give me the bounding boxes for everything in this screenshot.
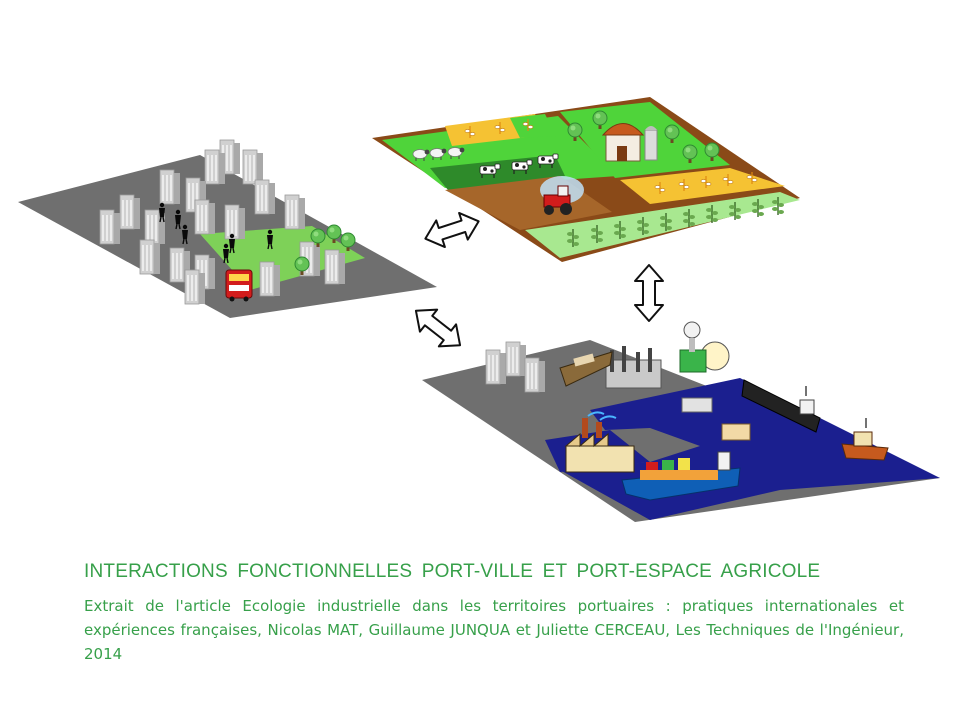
tractor-icon: [540, 176, 584, 215]
barn-icon: [601, 123, 645, 162]
tanker-icon: [741, 379, 821, 433]
cargo-ship-icon: [559, 351, 613, 387]
storage-tank-icon: [679, 321, 730, 373]
double-arrow-icon: [420, 207, 484, 253]
silo-icon: [644, 126, 658, 161]
factory-icon: [564, 411, 635, 473]
bus-icon: [225, 269, 253, 302]
container-ship-icon: [621, 451, 741, 501]
refinery-icon: [605, 346, 662, 389]
double-arrow-icon: [406, 298, 470, 358]
small-plant-icon: [681, 397, 751, 441]
city-panel: [18, 139, 437, 318]
diagram-title: INTERACTIONS FONCTIONNELLES PORT-VILLE E…: [84, 561, 821, 582]
source-caption: Extrait de l'article Ecologie industriel…: [84, 597, 904, 663]
functional-interactions-diagram: [18, 97, 940, 522]
agricultural-panel: [372, 97, 800, 262]
tugboat-icon: [841, 418, 889, 461]
port-panel: [422, 321, 940, 522]
double-arrow-icon: [634, 264, 664, 322]
